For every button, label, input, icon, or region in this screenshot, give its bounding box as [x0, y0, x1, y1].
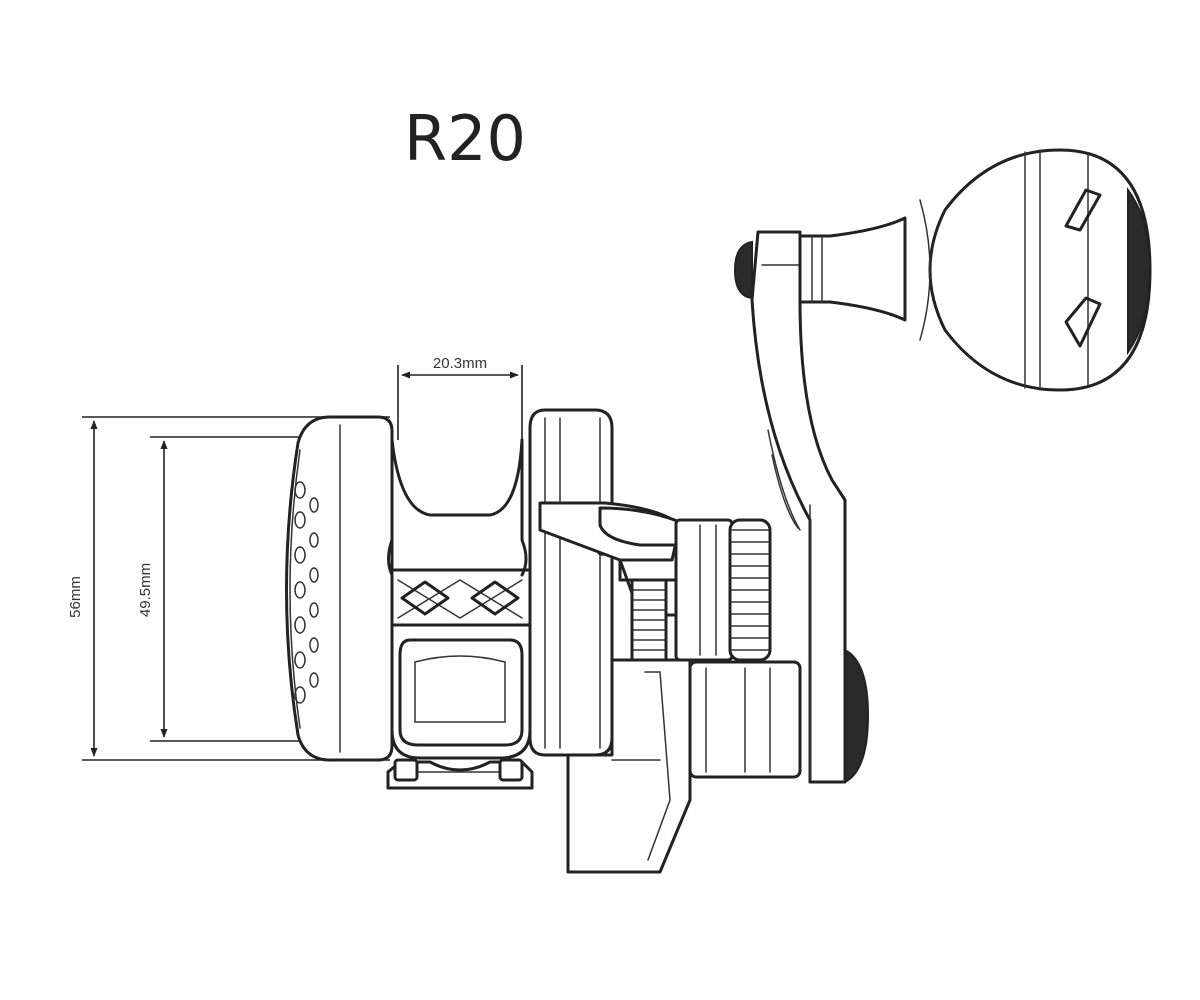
star-drag-knob [674, 518, 772, 662]
handle-arm [750, 230, 847, 784]
left-side-plate [285, 415, 394, 762]
gear-housing [528, 408, 614, 757]
handle-knob [733, 148, 1152, 392]
outer-height-label: 56mm [67, 576, 84, 618]
spool-frame [387, 438, 532, 760]
lower-knob-stack [688, 648, 870, 784]
gear-teeth [630, 578, 668, 662]
spool-width-dimension: 20.3mm [397, 355, 523, 440]
model-title: R20 [404, 102, 526, 175]
reel-foot-clamp [386, 758, 534, 790]
spool-width-label: 20.3mm [433, 355, 487, 372]
inner-height-label: 49.5mm [137, 563, 154, 617]
